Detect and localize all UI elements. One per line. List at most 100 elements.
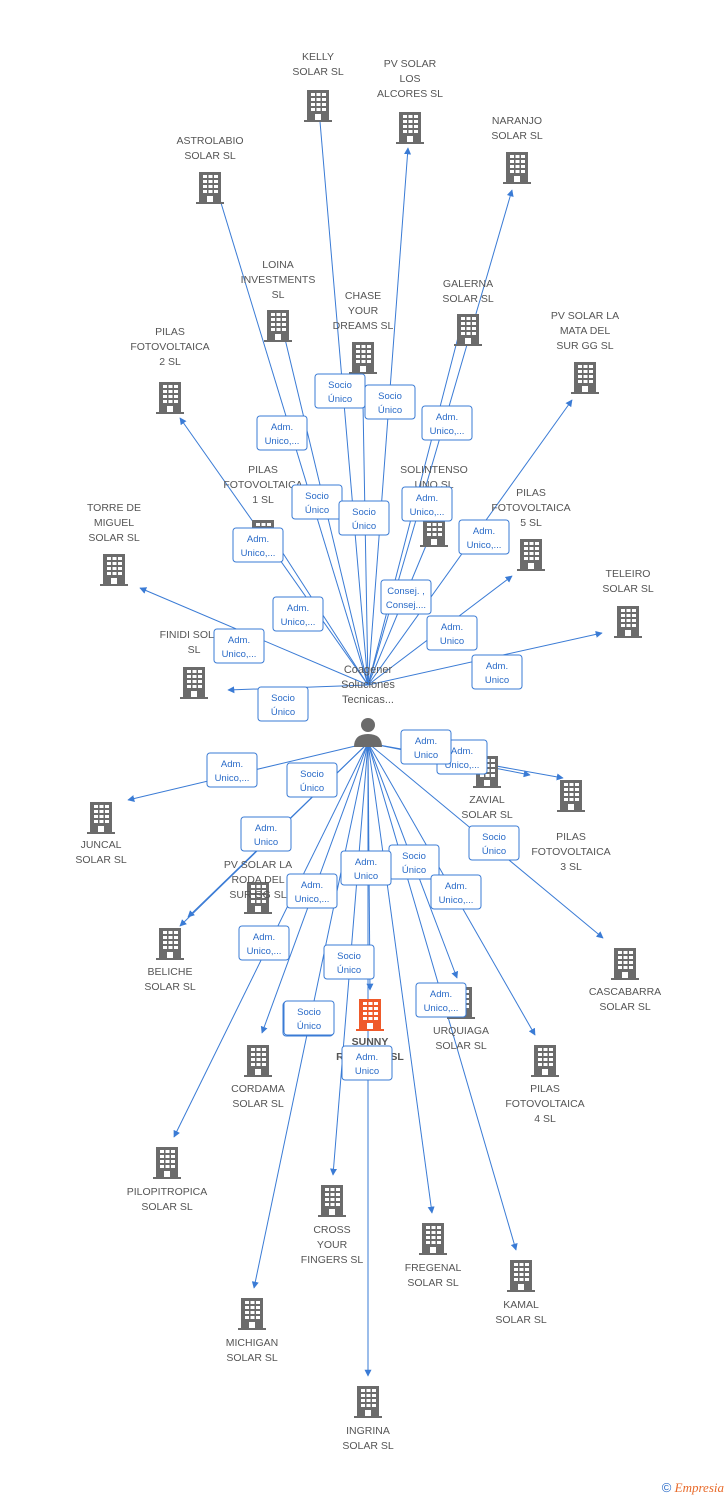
edge-fregenal — [367, 742, 435, 1214]
node-label-line: SOLAR SL — [184, 150, 236, 162]
node-label-line: TORRE DE — [87, 502, 141, 514]
node-label-line: GALERNA — [443, 278, 493, 290]
relation-label-line: Socio — [297, 1007, 321, 1018]
relation-badge-astrolabio[interactable]: Adm.Unico,... — [272, 596, 324, 632]
relation-badge-finidi[interactable]: Adm.Unico,... — [213, 628, 265, 664]
relation-badge-pilopitropica[interactable]: Adm.Unico,... — [238, 925, 290, 961]
relation-badge-teleiro[interactable]: Adm.Unico — [471, 654, 523, 690]
relation-label-line: Adm. — [441, 622, 463, 633]
relation-box — [400, 729, 452, 765]
relation-badge-ingrina[interactable]: Adm.Unico — [341, 1045, 393, 1081]
node-label-line: SL — [272, 289, 285, 301]
relation-label-line: Único — [297, 1021, 321, 1032]
building-icon — [517, 539, 545, 571]
relation-badge-pilas5[interactable]: Adm.Unico,... — [458, 519, 510, 555]
node-label-line: SOLAR SL — [495, 1314, 547, 1326]
relation-label-line: Único — [271, 707, 295, 718]
relation-badge-galerna[interactable]: Adm.Unico,... — [421, 405, 473, 441]
relation-badge-naranjo[interactable]: Consej. ,Consej.... — [380, 579, 432, 615]
node-label-line: PILAS — [556, 831, 586, 843]
relation-badge-loina[interactable]: Adm.Unico,... — [256, 415, 308, 451]
node-label-line: FOTOVOLTAICA — [130, 341, 209, 353]
building-icon — [557, 780, 585, 812]
node-label-line: MIGUEL — [94, 517, 134, 529]
node-label-line: ALCORES SL — [377, 88, 443, 100]
node-label-line: INGRINA — [346, 1425, 390, 1437]
relation-box — [458, 519, 510, 555]
relation-badge-kelly[interactable]: Adm.Unico — [426, 615, 478, 651]
relation-label-line: Adm. — [356, 1052, 378, 1063]
node-label-line: SOLAR SL — [232, 1098, 284, 1110]
relation-label-line: Unico,... — [439, 895, 474, 906]
node-ingrina[interactable]: INGRINA SOLAR SL — [342, 1386, 394, 1452]
relation-box — [340, 850, 392, 886]
relation-badge-cross[interactable]: Adm.Unico — [340, 850, 392, 886]
node-label-line: CROSS — [313, 1224, 350, 1236]
node-label-line: FOTOVOLTAICA — [491, 502, 570, 514]
relation-label-line: Socio — [352, 507, 376, 518]
relation-badge-pvsolar-mata[interactable]: Adm.Unico,... — [401, 486, 453, 522]
relation-label-line: Socio — [300, 769, 324, 780]
relation-label-line: Consej. , — [387, 586, 425, 597]
relation-label-line: Adm. — [430, 989, 452, 1000]
relation-box — [364, 384, 416, 420]
relation-badge-pilas4[interactable]: Adm.Unico,... — [430, 874, 482, 910]
node-label-line: SOLAR SL — [342, 1440, 394, 1452]
relation-badge-juncal[interactable]: Adm.Unico,... — [206, 752, 258, 788]
relation-label-line: Adm. — [415, 736, 437, 747]
node-label-line: CORDAMA — [231, 1083, 285, 1095]
node-label-line: YOUR — [348, 305, 379, 317]
node-label-line: RODA DEL — [231, 874, 284, 886]
relation-badge-pvsolar-roda[interactable]: Adm.Unico,... — [286, 873, 338, 909]
relation-badge-kamal[interactable]: Adm.Unico,... — [415, 982, 467, 1018]
relation-box — [426, 615, 478, 651]
node-cordama[interactable]: CORDAMA SOLAR SL — [231, 1045, 285, 1110]
node-label-line: 2 SL — [159, 356, 181, 368]
relation-badge-torre[interactable]: Adm.Unico,... — [232, 527, 284, 563]
relation-label-line: Adm. — [473, 526, 495, 537]
node-label-line: SOLAR SL — [75, 854, 127, 866]
relation-badge-beliche[interactable]: Adm.Unico — [240, 816, 292, 852]
node-label-line: SOLAR SL — [141, 1201, 193, 1213]
relation-badge-zavial[interactable]: Adm.Unico — [400, 729, 452, 765]
center-person-node[interactable]: CoagenerSolucionesTecnicas... — [341, 664, 395, 747]
relation-label-line: Único — [482, 846, 506, 857]
